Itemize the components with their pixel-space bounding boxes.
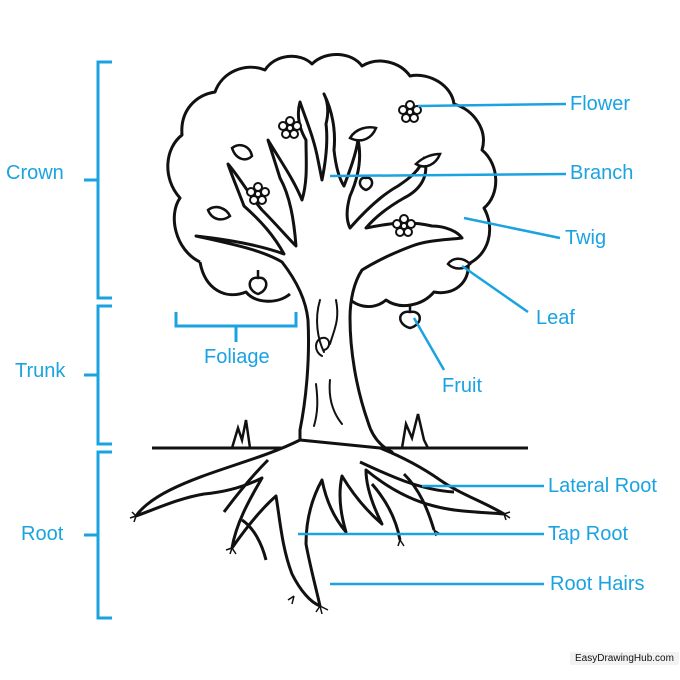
flower-leader — [418, 104, 566, 106]
brackets — [84, 62, 296, 618]
label-tap-root: Tap Root — [548, 523, 628, 545]
fruit-leader — [414, 318, 444, 370]
label-trunk: Trunk — [15, 360, 65, 382]
label-root: Root — [21, 523, 63, 545]
roots — [136, 440, 504, 606]
flower — [393, 215, 415, 236]
leaf — [350, 127, 376, 140]
crown-bracket — [84, 62, 112, 298]
twig-leader — [464, 218, 560, 238]
label-branch: Branch — [570, 162, 633, 184]
label-foliage: Foliage — [204, 346, 270, 368]
root-hairs-marks — [130, 512, 510, 614]
leaf — [232, 145, 252, 159]
label-leaf: Leaf — [536, 307, 575, 329]
flower — [399, 101, 421, 122]
foliage-bracket — [176, 312, 296, 342]
leaf — [448, 259, 470, 269]
trunk-bracket — [84, 306, 112, 444]
leaf-leader — [462, 266, 528, 312]
leaf — [208, 207, 230, 219]
flower — [247, 183, 269, 204]
root-bracket — [84, 452, 112, 618]
label-flower: Flower — [570, 93, 630, 115]
fruit — [250, 270, 267, 294]
label-root-hairs: Root Hairs — [550, 573, 644, 595]
watermark: EasyDrawingHub.com — [570, 652, 679, 665]
branch-leader — [330, 174, 566, 176]
leaf — [416, 154, 440, 166]
label-crown: Crown — [6, 162, 64, 184]
label-lateral-root: Lateral Root — [548, 475, 657, 497]
label-twig: Twig — [565, 227, 606, 249]
label-fruit: Fruit — [442, 375, 482, 397]
fruit — [360, 178, 372, 190]
